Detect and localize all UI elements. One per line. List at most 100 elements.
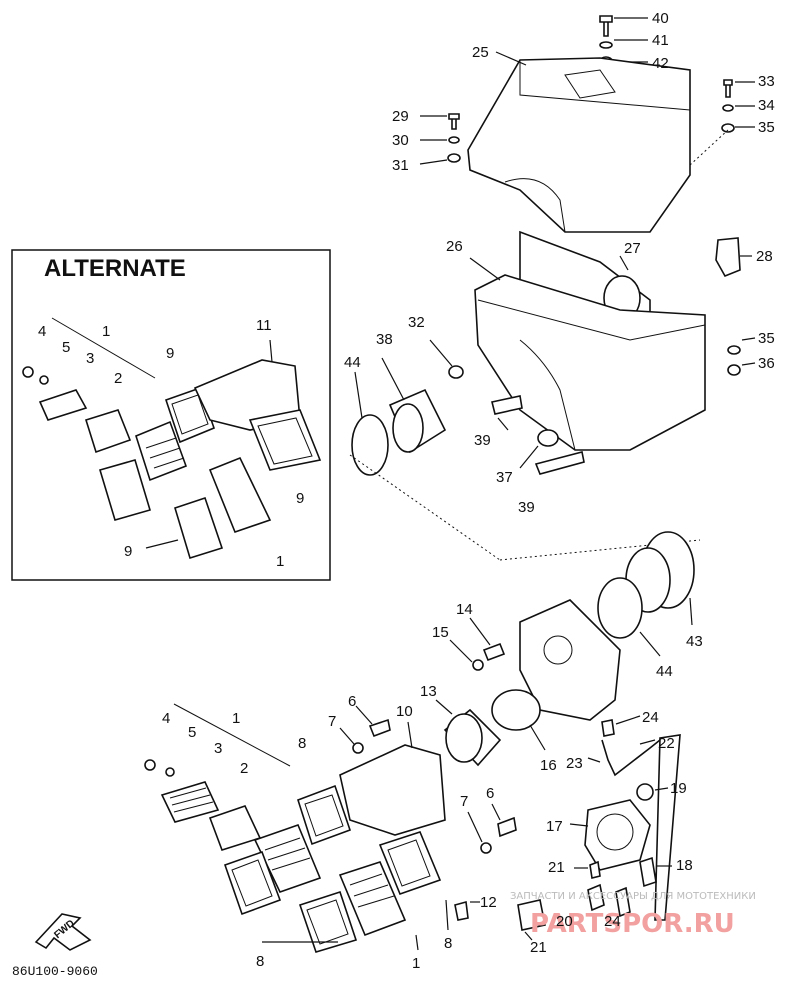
washer-15 [472, 659, 484, 671]
callout-39a: 39 [474, 432, 491, 449]
diagram-code: 86U100-9060 [12, 964, 98, 979]
nut-35-shape [721, 123, 735, 133]
alt-washer-5 [39, 375, 49, 385]
washer-7b [480, 842, 492, 854]
clamp-16 [491, 689, 541, 731]
clip-24a [601, 719, 615, 737]
alt-callout-9b: 9 [296, 490, 304, 507]
callout-8c: 8 [444, 935, 452, 952]
callout-44a: 44 [344, 354, 361, 371]
callout-40: 40 [652, 10, 669, 27]
joint-13-end [445, 713, 483, 763]
callout-labels: 40 41 42 25 33 34 35 29 30 31 26 27 28 3… [38, 10, 775, 972]
clip-20 [517, 899, 546, 931]
callout-25: 25 [472, 44, 489, 61]
callout-15: 15 [432, 624, 449, 641]
alt-reed-block-1 [135, 420, 188, 482]
callout-41: 41 [652, 32, 669, 49]
alt-gasket-9d [174, 496, 224, 560]
alt-callout-4: 4 [38, 323, 46, 340]
manifold-10 [339, 744, 446, 836]
fwd-arrow-icon [34, 913, 92, 951]
joint-38-end [392, 403, 424, 453]
watermark-big: PARTSPOR.RU [530, 909, 735, 939]
callout-35b: 35 [758, 330, 775, 347]
callout-8a: 8 [298, 735, 306, 752]
bolt-40-shape [599, 15, 613, 37]
alt-reed-block-1b [208, 456, 272, 534]
seal-39b [534, 451, 585, 475]
callout-20: 20 [556, 913, 573, 930]
callout-21a: 21 [548, 859, 565, 876]
bolt-6a [368, 718, 391, 738]
screw-33-shape [723, 79, 733, 98]
air-box-cover-25 [467, 57, 691, 233]
callout-14: 14 [456, 601, 473, 618]
callout-42: 42 [652, 55, 669, 72]
alternate-frame [11, 249, 331, 581]
plug-12 [454, 900, 469, 921]
washer-34-shape [722, 104, 734, 112]
callout-26: 26 [446, 238, 463, 255]
air-box-assembly [349, 15, 756, 561]
callout-2: 2 [240, 760, 248, 777]
nut-35b-shape [727, 345, 741, 355]
alt-callout-1: 1 [102, 323, 110, 340]
grommet-32-shape [448, 365, 464, 379]
bolt-6b [497, 816, 517, 838]
callout-1b: 1 [412, 955, 420, 972]
callout-44b: 44 [656, 663, 673, 680]
gasket-8a [297, 784, 352, 846]
callout-29: 29 [392, 108, 409, 125]
clip-21c [587, 883, 605, 912]
callout-37: 37 [496, 469, 513, 486]
callout-31: 31 [392, 157, 409, 174]
hose-line [654, 734, 681, 921]
callout-1a: 1 [232, 710, 240, 727]
clip-21a [589, 860, 601, 879]
air-box-case-26 [474, 274, 706, 451]
callout-23: 23 [566, 755, 583, 772]
intake-assembly [339, 531, 695, 921]
oil-pump-assembly [517, 715, 681, 941]
alt-callout-5: 5 [62, 339, 70, 356]
fwd-arrow: FWD [34, 913, 92, 951]
carburetor [519, 599, 621, 721]
bolt-14 [482, 642, 506, 662]
stopper-3 [160, 781, 220, 823]
callout-16: 16 [540, 757, 557, 774]
callout-36: 36 [758, 355, 775, 372]
clamp-44b [597, 577, 643, 639]
callout-27: 27 [624, 240, 641, 257]
washer-31-shape [447, 153, 461, 163]
washer-41-shape [599, 41, 613, 49]
callout-7a: 7 [328, 713, 336, 730]
alt-callout-9a: 9 [166, 345, 174, 362]
alt-screw-4 [22, 366, 34, 378]
callout-13: 13 [420, 683, 437, 700]
alt-callout-3: 3 [86, 350, 94, 367]
screw-29-shape [448, 113, 460, 130]
callout-6a: 6 [348, 693, 356, 710]
reed-block-1 [253, 823, 322, 893]
callout-6b: 6 [486, 785, 494, 802]
callout-33: 33 [758, 73, 775, 90]
clip-24b [615, 886, 631, 918]
alt-callout-11: 11 [256, 317, 272, 334]
hose-22-23 [601, 739, 661, 777]
grommet-36-shape [727, 364, 741, 376]
callout-24b: 24 [604, 913, 621, 930]
callout-38: 38 [376, 331, 393, 348]
bolt-19 [636, 783, 654, 801]
callout-35a: 35 [758, 119, 775, 136]
alt-gasket-9b [248, 409, 322, 471]
alternate-box: ALTERNATE [11, 249, 331, 581]
alt-gasket-9c [99, 459, 151, 521]
callout-12: 12 [480, 894, 497, 911]
callout-8b: 8 [256, 953, 264, 970]
washer-5 [165, 767, 175, 777]
reed-valve-assembly [144, 703, 449, 953]
callout-39b: 39 [518, 499, 535, 516]
callout-5: 5 [188, 724, 196, 741]
